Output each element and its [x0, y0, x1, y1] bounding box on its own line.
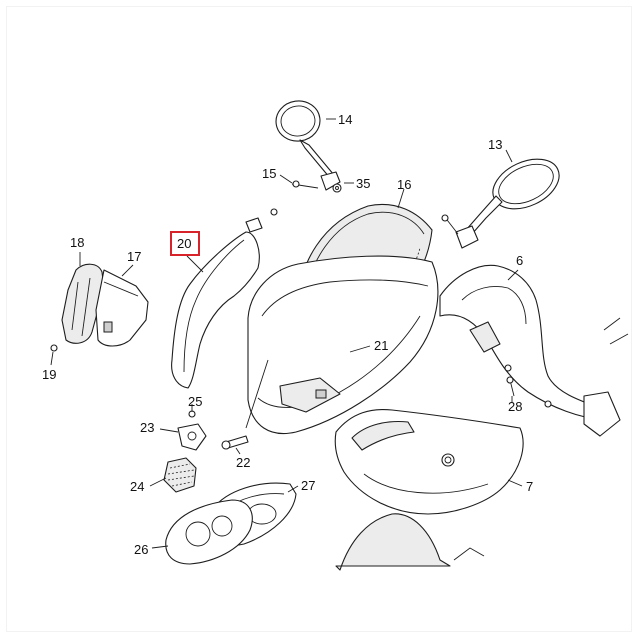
- part-14-left-mirror: [275, 100, 341, 191]
- part-15-screw: [291, 180, 319, 189]
- part-18-cover: [61, 263, 105, 344]
- part-24-grille: [163, 457, 197, 493]
- callout-21[interactable]: 21: [374, 338, 389, 353]
- callout-27[interactable]: 27: [301, 478, 316, 493]
- diagram-frame: [6, 6, 632, 632]
- part-7-lower-fairing: [334, 409, 524, 515]
- part-17-housing: [95, 269, 149, 347]
- part-26-headlight: [165, 499, 253, 565]
- callout-26[interactable]: 26: [134, 542, 149, 557]
- part-20-inner-fairing-panel: [171, 208, 278, 389]
- part-6-right-side-fairing: [439, 264, 613, 421]
- callout-20[interactable]: 20: [177, 236, 192, 251]
- callout-14[interactable]: 14: [338, 112, 353, 127]
- part-28-screw: [506, 376, 515, 397]
- part-22-bolt: [221, 435, 249, 450]
- part-23-bracket: [177, 423, 207, 451]
- callout-19[interactable]: 19: [42, 367, 57, 382]
- partial-part-bottom: [335, 513, 485, 571]
- callout-17[interactable]: 17: [127, 249, 142, 264]
- callout-16[interactable]: 16: [397, 177, 412, 192]
- callout-7[interactable]: 7: [526, 479, 534, 494]
- callout-22[interactable]: 22: [236, 455, 251, 470]
- highlight-box: [170, 231, 200, 256]
- part-13-right-mirror: [441, 158, 560, 249]
- leader-lines: [50, 118, 523, 549]
- part-21-front-fairing: [245, 255, 439, 434]
- callout-13[interactable]: 13: [488, 137, 503, 152]
- part-19-screw: [50, 344, 58, 352]
- callout-35[interactable]: 35: [356, 176, 371, 191]
- callout-18[interactable]: 18: [70, 235, 85, 250]
- callout-6[interactable]: 6: [516, 253, 524, 268]
- part-35-washer: [332, 183, 342, 193]
- callout-25[interactable]: 25: [188, 394, 203, 409]
- callout-28[interactable]: 28: [508, 399, 523, 414]
- callout-23[interactable]: 23: [140, 420, 155, 435]
- partial-part-right-edge: [583, 317, 629, 437]
- callout-24[interactable]: 24: [130, 479, 145, 494]
- callout-15[interactable]: 15: [262, 166, 277, 181]
